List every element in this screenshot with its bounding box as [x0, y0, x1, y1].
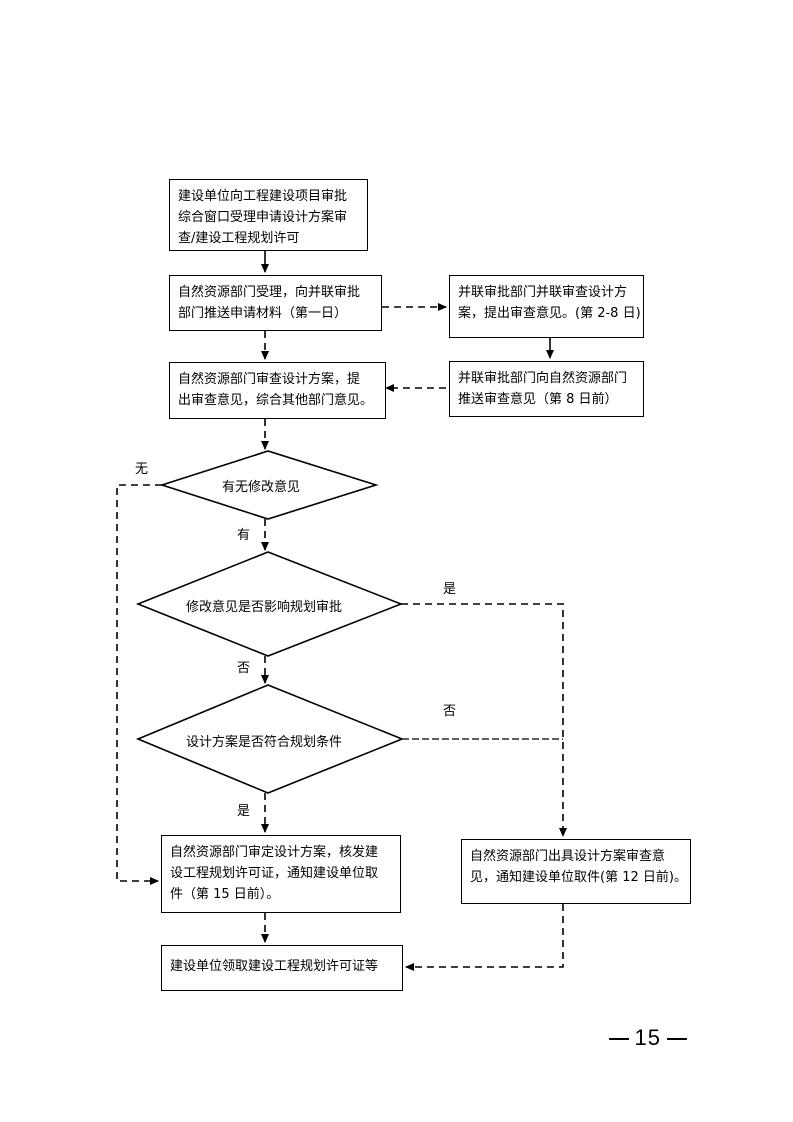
decision-d3-text: 设计方案是否符合规划条件 [186, 735, 343, 750]
box-line: 自然资源部门审查设计方案，提 [178, 372, 361, 387]
box-line: 部门推送申请材料（第一日） [178, 306, 348, 321]
box-line: 并联审批部门向自然资源部门 [458, 371, 628, 386]
box-line: 查/建设工程规划许可 [178, 231, 300, 246]
box-line: 设工程规划许可证，通知建设单位取 [170, 866, 379, 881]
branch-label-shi-1: 是 [443, 582, 457, 597]
box-line: 建设单位向工程建设项目审批 [178, 189, 348, 204]
page-number-dash-right [667, 1038, 687, 1040]
branch-label-wu: 无 [135, 462, 149, 477]
decision-d1-text: 有无修改意见 [222, 480, 301, 495]
box-acceptance: 自然资源部门受理，向并联审批 部门推送申请材料（第一日） [169, 275, 382, 331]
box-application: 建设单位向工程建设项目审批 综合窗口受理申请设计方案审 查/建设工程规划许可 [169, 179, 368, 251]
box-parallel-review: 并联审批部门并联审查设计方 案，提出审查意见。(第 2-8 日) [449, 275, 644, 338]
decision-d1-shape [159, 450, 379, 520]
branch-label-you: 有 [237, 528, 251, 543]
box-line: 自然资源部门出具设计方案审查意 [470, 849, 666, 864]
box-line: 案，提出审查意见。(第 2-8 日) [458, 306, 641, 321]
box-approve-permit: 自然资源部门审定设计方案，核发建 设工程规划许可证，通知建设单位取 件（第 15… [161, 835, 401, 913]
box-issue-opinion: 自然资源部门出具设计方案审查意 见，通知建设单位取件(第 12 日前)。 [461, 839, 691, 904]
box-line: 并联审批部门并联审查设计方 [458, 285, 628, 300]
box-parallel-push: 并联审批部门向自然资源部门 推送审查意见（第 8 日前） [449, 361, 644, 417]
box-line: 自然资源部门受理，向并联审批 [178, 285, 361, 300]
box-line: 综合窗口受理申请设计方案审 [178, 210, 348, 225]
branch-label-shi-2: 是 [237, 804, 251, 819]
page-number-dash-left [608, 1038, 629, 1040]
arrow-d2-b7 [401, 603, 567, 837]
box-collect-permit: 建设单位领取建设工程规划许可证等 [161, 945, 403, 991]
page-number-value: 15 [634, 1025, 661, 1050]
box-resource-review: 自然资源部门审查设计方案，提 出审查意见，综合其他部门意见。 [169, 362, 386, 419]
arrow-b7-b8 [405, 904, 564, 971]
page-number: 15 [603, 1025, 693, 1051]
box-line: 推送审查意见（第 8 日前） [458, 392, 618, 407]
box-line: 建设单位领取建设工程规划许可证等 [170, 959, 379, 974]
arrow-d1-b6 [116, 484, 162, 885]
box-line: 见，通知建设单位取件(第 12 日前)。 [470, 870, 687, 885]
box-line: 件（第 15 日前）。 [170, 887, 280, 902]
branch-label-fou-1: 否 [237, 661, 251, 676]
branch-label-fou-2: 否 [443, 704, 457, 719]
box-line: 出审查意见，综合其他部门意见。 [178, 393, 374, 408]
box-line: 自然资源部门审定设计方案，核发建 [170, 845, 379, 860]
decision-d2-text: 修改意见是否影响规划审批 [186, 600, 343, 615]
